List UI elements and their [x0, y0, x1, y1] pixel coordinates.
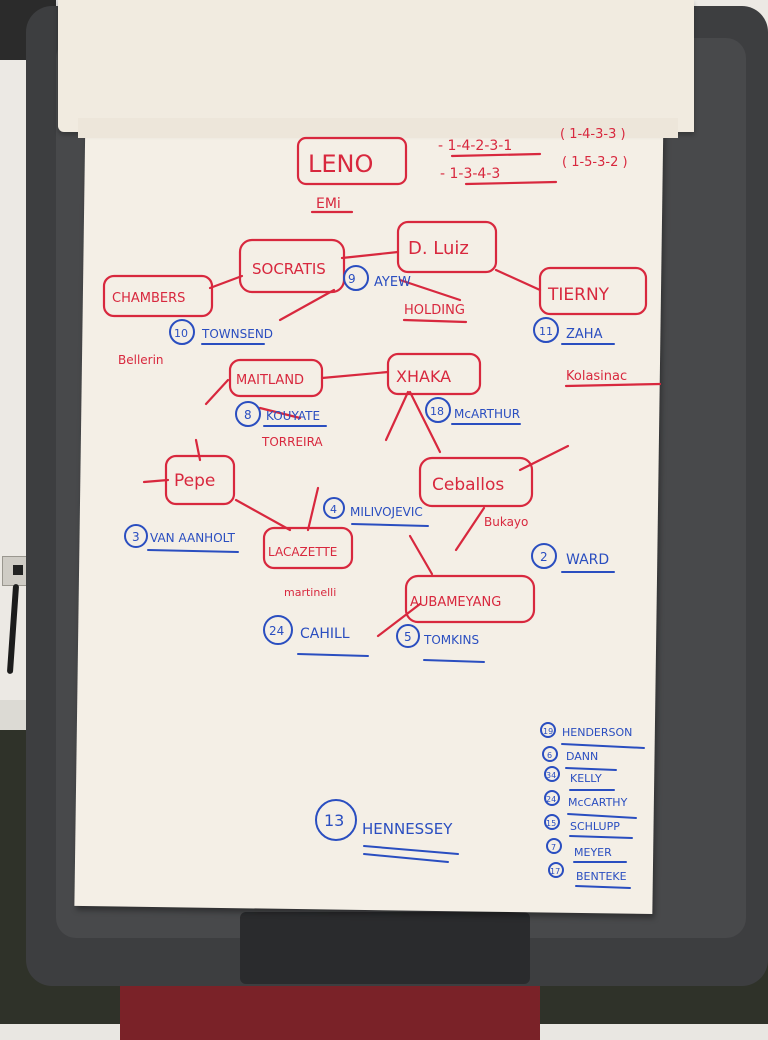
substitutes-list: 19 HENDERSON 6 DANN 34 KELLY 24 McCARTHY 15 S… [540, 722, 645, 889]
dluiz-name: D. Luiz [408, 238, 469, 259]
svg-text:KOUYATE: KOUYATE [266, 409, 320, 423]
formation-2: - 1-3-4-3 [440, 166, 500, 182]
blue-player-ayew: 9 AYEW [343, 265, 411, 291]
tierny-name: TIERNY [547, 285, 610, 305]
svg-text:McARTHUR: McARTHUR [454, 407, 520, 421]
blue-player-townsend: 10 TOWNSEND [169, 319, 273, 345]
bukayo-name: Bukayo [484, 515, 528, 529]
torreira-name: TORREIRA [261, 435, 323, 449]
svg-text:KELLY: KELLY [570, 772, 602, 785]
svg-text:19: 19 [543, 727, 553, 736]
svg-text:17: 17 [550, 867, 560, 876]
sub-item-0: 19 HENDERSON [540, 722, 645, 749]
svg-text:24: 24 [269, 624, 284, 638]
martinelli-name: martinelli [284, 586, 336, 599]
svg-text:CAHILL: CAHILL [300, 626, 350, 642]
blue-player-mcarthur: 18 McARTHUR [425, 397, 521, 425]
sub-item-6: 17 BENTEKE [548, 862, 631, 889]
flipped-pages [58, 0, 694, 132]
sub-item-2: 34 KELLY [544, 766, 615, 791]
holding-underline [402, 318, 468, 324]
svg-text:13: 13 [324, 811, 344, 830]
svg-text:4: 4 [330, 503, 337, 516]
svg-text:HENNESSEY: HENNESSEY [362, 820, 453, 838]
lacazette-name: LACAZETTE [268, 545, 337, 559]
socratis-name: SOCRATIS [252, 260, 326, 278]
maitland-name: MAITLAND [236, 373, 304, 388]
svg-text:10: 10 [174, 327, 188, 340]
holding-name: HOLDING [404, 303, 465, 318]
formation-1: - 1-4-2-3-1 [438, 138, 512, 154]
svg-text:18: 18 [430, 405, 444, 418]
svg-text:McCARTHY: McCARTHY [568, 796, 628, 809]
title-box [296, 136, 408, 186]
svg-text:5: 5 [404, 630, 412, 644]
blue-player-cahill: 24 CAHILL [263, 615, 369, 657]
svg-text:DANN: DANN [566, 750, 598, 763]
title-text: LENO [308, 150, 373, 178]
svg-text:11: 11 [539, 325, 553, 338]
flipchart-tray [240, 912, 530, 984]
svg-text:6: 6 [547, 751, 552, 760]
svg-text:3: 3 [132, 530, 140, 544]
sub-item-1: 6 DANN [542, 746, 617, 771]
ceballos-box [418, 456, 534, 508]
svg-text:TOMKINS: TOMKINS [423, 633, 479, 647]
dluiz-box [396, 220, 498, 274]
socratis-box [238, 238, 346, 294]
sub-item-5: 7 MEYER [546, 838, 627, 863]
blue-player-tomkins: 5 TOMKINS [396, 624, 485, 663]
xhaka-name: XHAKA [396, 367, 451, 386]
bellerin-name: Bellerin [118, 353, 164, 367]
maitland-box [228, 358, 324, 398]
svg-text:24: 24 [546, 795, 556, 804]
sub-item-3: 24 McCARTHY [544, 790, 637, 819]
svg-text:MEYER: MEYER [574, 846, 612, 859]
svg-text:HENDERSON: HENDERSON [562, 726, 632, 739]
blue-player-milivojevic: 4 MILIVOJEVIC [323, 497, 429, 527]
flipped-page-edge [78, 118, 678, 138]
blue-player-zaha: 11 ZAHA [533, 317, 615, 345]
xhaka-box [386, 352, 482, 396]
lacazette-box [262, 526, 354, 570]
svg-text:VAN AANHOLT: VAN AANHOLT [150, 531, 236, 545]
svg-text:15: 15 [546, 819, 556, 828]
kolasinac-name: Kolasinac [566, 369, 627, 384]
formation-underline-1 [450, 152, 542, 158]
aubameyang-box [404, 574, 536, 624]
connection-lines [142, 250, 570, 638]
blue-player-van-aanholt: 3 VAN AANHOLT [124, 524, 239, 553]
chambers-box [102, 274, 214, 318]
svg-text:9: 9 [348, 272, 356, 286]
svg-text:2: 2 [540, 550, 548, 564]
subtitle-text: EMi [316, 196, 341, 212]
svg-text:SCHLUPP: SCHLUPP [570, 820, 620, 833]
blue-player-kouyate: 8 KOUYATE [235, 401, 327, 427]
blue-player-ward: 2 WARD [531, 543, 615, 573]
formation-2-alt: ( 1-5-3-2 ) [562, 155, 628, 170]
svg-text:BENTEKE: BENTEKE [576, 870, 627, 883]
svg-text:8: 8 [244, 408, 252, 422]
chambers-name: CHAMBERS [112, 291, 185, 306]
svg-text:WARD: WARD [566, 552, 609, 568]
tierny-box [538, 266, 648, 316]
formation-underline-2 [464, 180, 558, 186]
kolasinac-underline [564, 382, 662, 388]
ceballos-name: Ceballos [432, 475, 504, 495]
svg-text:34: 34 [546, 771, 556, 780]
blue-player-hennessey: 13 HENNESSEY [315, 799, 459, 863]
svg-text:ZAHA: ZAHA [566, 327, 603, 342]
svg-text:MILIVOJEVIC: MILIVOJEVIC [350, 505, 423, 519]
sub-item-4: 15 SCHLUPP [544, 814, 633, 839]
svg-text:TOWNSEND: TOWNSEND [201, 327, 273, 341]
aubameyang-name: AUBAMEYANG [410, 595, 501, 610]
formation-1-alt: ( 1-4-3-3 ) [560, 127, 626, 142]
pepe-box [164, 454, 236, 506]
pepe-name: Pepe [174, 471, 215, 491]
svg-text:AYEW: AYEW [374, 275, 411, 290]
svg-text:7: 7 [551, 843, 556, 852]
